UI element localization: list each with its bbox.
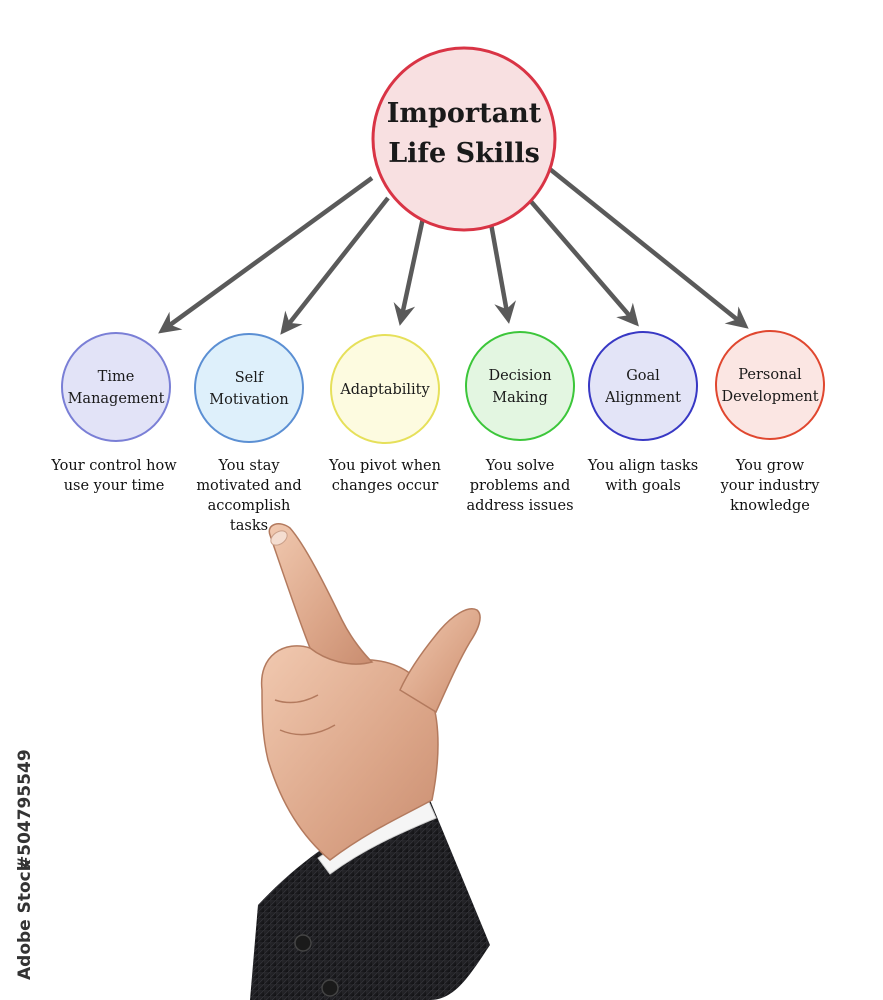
description-line: tasks: [230, 518, 268, 534]
skill-circle-adaptability: [330, 334, 440, 444]
sleeve-button: [321, 979, 339, 997]
center-circle: [371, 46, 557, 232]
thumb: [399, 608, 481, 714]
skill-description-time-management: Your control how use your time: [50, 458, 177, 494]
knuckle-crease: [279, 724, 336, 736]
center-title-line-1: Important: [387, 98, 542, 129]
skill-description-self-motivation: You stay motivated and accomplish tasks: [196, 458, 301, 534]
description-line: problems and: [470, 478, 571, 494]
arrowhead-adaptability: [393, 302, 416, 326]
skill-descriptions: Your control how use your time You stay mot…: [50, 458, 820, 534]
skill-circle-goal-alignment: [588, 331, 698, 441]
skill-description-adaptability: You pivot when changes occur: [328, 458, 441, 494]
description-line: knowledge: [730, 498, 810, 514]
description-line: You align tasks: [587, 458, 698, 474]
suit-sleeve: [250, 800, 490, 1000]
knuckle-crease: [274, 694, 319, 704]
skill-circle-self-motivation: [194, 333, 304, 443]
watermark-id: #504795549: [15, 749, 35, 870]
skill-label-decision-making-line-2: Making: [492, 390, 548, 406]
skill-label-personal-development-line-2: Development: [721, 389, 818, 405]
skill-circle-personal-development: [715, 330, 825, 440]
skill-circle-decision-making: [465, 331, 575, 441]
skill-label-decision-making-line-1: Decision: [488, 368, 551, 384]
skill-label-time-management-line-1: Time: [98, 369, 135, 385]
connector-arrows: [158, 164, 749, 335]
description-line: use your time: [64, 478, 165, 494]
skill-label-goal-alignment-line-2: Alignment: [604, 390, 681, 406]
skill-node-adaptability: Adaptability: [330, 334, 440, 444]
skill-label-time-management-line-2: Management: [68, 391, 165, 407]
arrowhead-self-motivation: [280, 310, 303, 335]
skill-nodes: TimeManagementSelfMotivationAdaptability…: [61, 330, 825, 444]
description-line: address issues: [466, 498, 573, 514]
skill-description-goal-alignment: You align tasks with goals: [587, 458, 698, 494]
fingernail: [270, 530, 288, 546]
skill-description-decision-making: You solve problems and address issues: [466, 458, 573, 514]
skill-label-self-motivation-line-1: Self: [235, 370, 265, 386]
pointing-hand-illustration: [250, 523, 490, 1000]
skill-circle-time-management: [61, 332, 171, 442]
description-line: with goals: [605, 478, 681, 494]
arrowhead-time-management: [158, 311, 183, 334]
arrow-to-time-management: [161, 176, 374, 332]
description-line: You pivot when: [328, 458, 441, 474]
description-line: your industry: [720, 478, 821, 494]
center-title-line-2: Life Skills: [388, 138, 540, 169]
arrowhead-personal-development: [724, 306, 749, 329]
arrow-to-adaptability: [398, 217, 426, 321]
description-line: Your control how: [50, 458, 177, 474]
description-line: You grow: [735, 458, 805, 474]
center-node: Important Life Skills: [371, 46, 557, 232]
arrow-to-self-motivation: [282, 196, 390, 332]
arrow-to-personal-development: [544, 164, 746, 327]
index-finger: [268, 523, 374, 665]
arrowhead-decision-making: [494, 300, 516, 324]
skill-label-self-motivation-line-2: Motivation: [209, 392, 288, 408]
skill-description-personal-development: You grow your industry knowledge: [720, 458, 821, 514]
arrowhead-goal-alignment: [616, 302, 639, 327]
skill-label-personal-development-line-1: Personal: [738, 367, 802, 383]
skill-label-adaptability-line-1: Adaptability: [339, 382, 430, 398]
watermark-brand: Adobe Stock: [15, 859, 35, 980]
description-line: accomplish: [208, 498, 291, 514]
description-line: motivated and: [196, 478, 301, 494]
skill-label-goal-alignment-line-1: Goal: [626, 368, 660, 384]
description-line: changes occur: [332, 478, 439, 494]
description-line: You stay: [217, 458, 280, 474]
arrow-to-decision-making: [487, 217, 511, 319]
sleeve-button: [294, 934, 312, 952]
arrow-to-goal-alignment: [526, 196, 637, 324]
watermark: Adobe Stock #504795549: [15, 749, 35, 980]
description-line: You solve: [485, 458, 555, 474]
